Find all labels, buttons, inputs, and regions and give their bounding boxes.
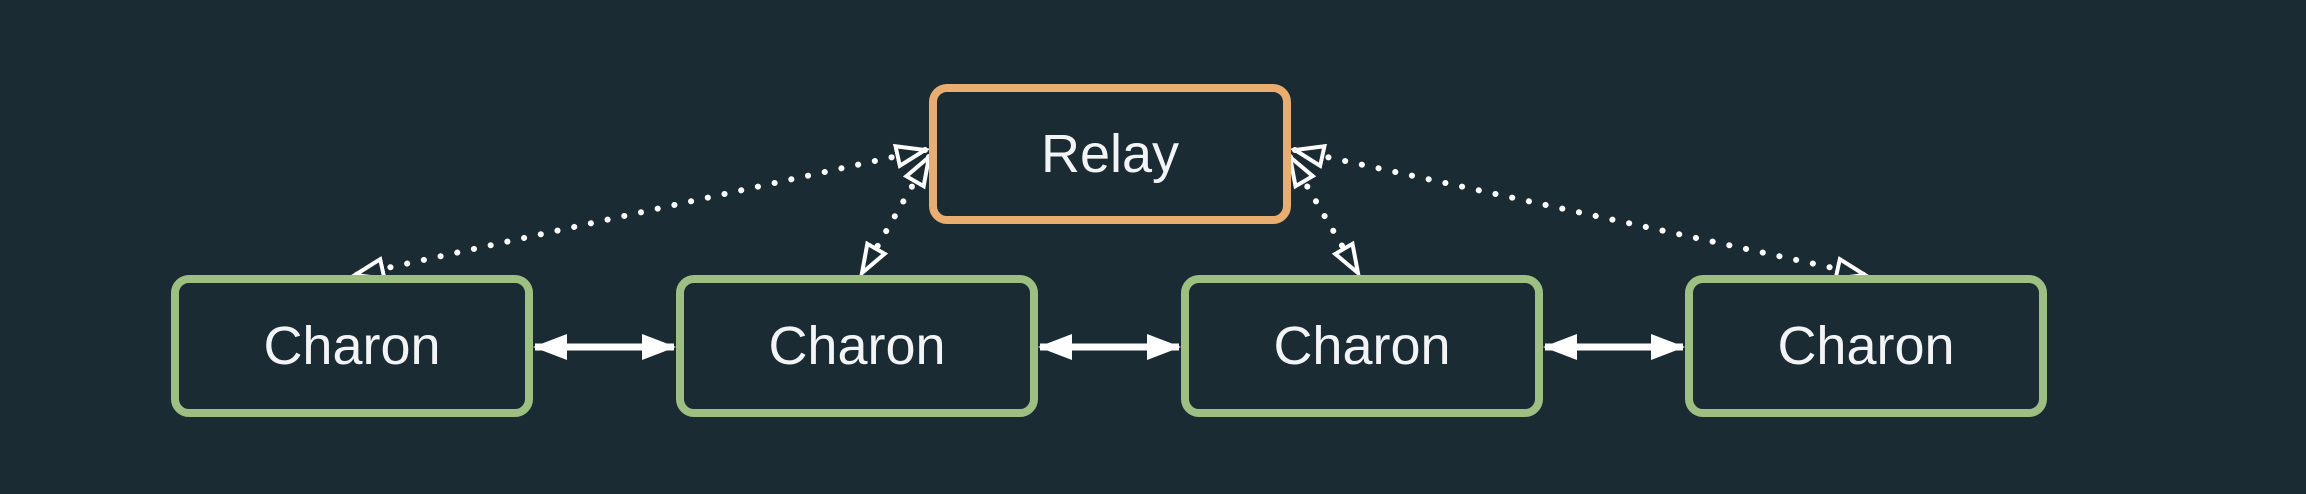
relay-node-label: Relay (1040, 124, 1180, 184)
relay-node: Relay (929, 84, 1291, 224)
charon-node-4: Charon (1685, 275, 2047, 417)
connector-relay-charon-2 (859, 151, 932, 279)
connector-relay-charon-1 (349, 143, 931, 282)
charon-node-2: Charon (676, 275, 1038, 417)
charon-node-1: Charon (171, 275, 533, 417)
charon-node-label: Charon (1273, 316, 1451, 376)
connector-relay-charon-4 (1289, 143, 1871, 282)
charon-node-label: Charon (1777, 316, 1955, 376)
charon-node-label: Charon (263, 316, 441, 376)
charon-node-label: Charon (768, 316, 946, 376)
connector-relay-charon-3 (1286, 151, 1362, 279)
charon-node-3: Charon (1181, 275, 1543, 417)
